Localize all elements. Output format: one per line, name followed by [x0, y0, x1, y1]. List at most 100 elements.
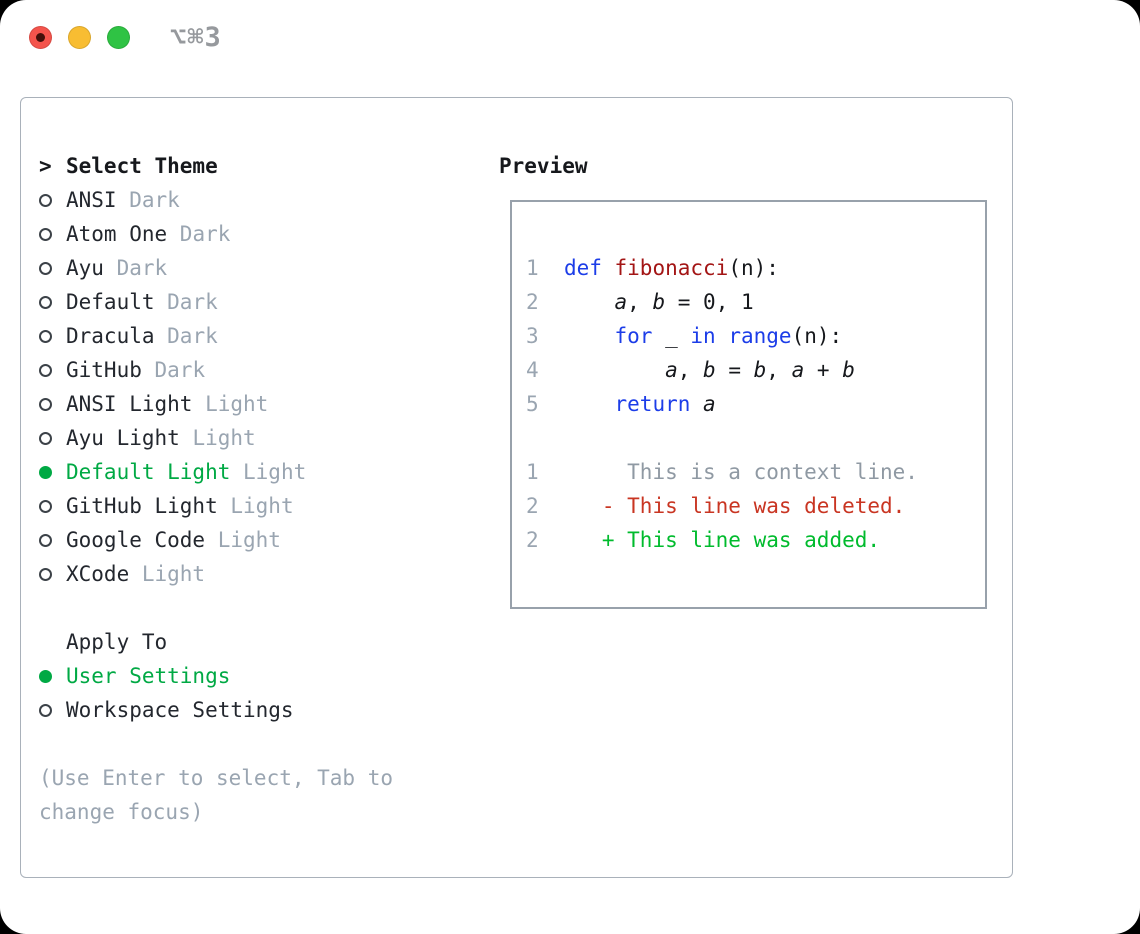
code-segment-var: b: [753, 358, 767, 382]
apply-to-title: Apply To: [66, 630, 168, 654]
theme-option[interactable]: Google Code Light: [39, 523, 393, 557]
code-segment-num: 2: [526, 528, 564, 552]
radio-cell: [39, 295, 66, 309]
theme-option[interactable]: Ayu Dark: [39, 251, 393, 285]
code-segment-var: b: [703, 358, 716, 382]
code-segment-kw: def: [563, 256, 615, 280]
code-segment-var: a: [665, 358, 678, 382]
code-segment-var: b: [652, 290, 666, 314]
zoom-button[interactable]: [107, 25, 130, 49]
radio-icon[interactable]: [39, 431, 52, 445]
theme-option[interactable]: ANSI Light Light: [39, 387, 393, 421]
theme-option[interactable]: Atom One Dark: [39, 217, 393, 251]
code-segment-kw: for: [614, 324, 653, 348]
close-button[interactable]: [29, 25, 52, 49]
theme-name: Ayu: [66, 256, 117, 280]
radio-icon[interactable]: [39, 567, 52, 581]
code-line: 2 a, b = 0, 1: [526, 285, 983, 319]
radio-icon[interactable]: [39, 465, 52, 479]
radio-icon[interactable]: [39, 295, 52, 309]
code-line: 2 - This line was deleted.: [526, 489, 983, 523]
theme-option[interactable]: Default Light Light: [39, 455, 393, 489]
minimize-button[interactable]: [68, 25, 91, 49]
code-segment-pl: =: [715, 358, 754, 382]
code-segment-del: - This line was deleted.: [563, 494, 906, 518]
radio-icon[interactable]: [39, 533, 52, 547]
code-segment-add: + This line was added.: [563, 528, 881, 552]
radio-icon[interactable]: [39, 669, 52, 683]
theme-option[interactable]: GitHub Light Light: [39, 489, 393, 523]
theme-option[interactable]: Dracula Dark: [39, 319, 393, 353]
theme-name: XCode: [66, 562, 142, 586]
theme-variant: Light: [205, 392, 269, 416]
apply-option[interactable]: Workspace Settings: [39, 693, 393, 727]
radio-cell: [39, 533, 66, 547]
theme-variant: Dark: [179, 222, 231, 246]
theme-variant: Dark: [154, 358, 206, 382]
radio-icon[interactable]: [39, 227, 52, 241]
code-line: [526, 421, 983, 455]
theme-variant: Light: [192, 426, 256, 450]
code-segment-num: 2: [526, 290, 564, 314]
radio-icon[interactable]: [39, 363, 52, 377]
theme-variant: Light: [243, 460, 307, 484]
code-segment-pl: [564, 358, 665, 382]
radio-cell: [39, 193, 66, 207]
code-segment-kw: range: [728, 324, 792, 348]
code-segment-num: 4: [526, 358, 564, 382]
code-segment-fn: fibonacci: [614, 256, 729, 280]
code-segment-num: 1: [526, 256, 564, 280]
theme-variant: Light: [217, 528, 281, 552]
radio-cell: [39, 261, 66, 275]
code-segment-kw: in: [690, 324, 716, 348]
code-segment-var: a: [614, 290, 628, 314]
apply-to-header: Apply To: [39, 625, 393, 659]
radio-icon[interactable]: [39, 397, 52, 411]
code-segment-ctx: This is a context line.: [563, 460, 918, 484]
code-segment-pl: _: [652, 324, 691, 348]
keyboard-hint: (Use Enter to select, Tab to change focu…: [39, 761, 393, 829]
code-segment-pl: ,: [766, 358, 792, 382]
apply-option[interactable]: User Settings: [39, 659, 393, 693]
radio-cell: [39, 227, 66, 241]
radio-icon[interactable]: [39, 193, 52, 207]
radio-cell: [39, 431, 66, 445]
radio-icon[interactable]: [39, 499, 52, 513]
theme-variant: Light: [141, 562, 206, 586]
theme-name: ANSI: [66, 188, 130, 212]
code-segment-kw: return: [614, 392, 704, 416]
radio-cell: [39, 567, 66, 581]
radio-icon[interactable]: [39, 261, 52, 275]
radio-icon[interactable]: [39, 329, 52, 343]
theme-option[interactable]: XCode Light: [39, 557, 393, 591]
code-segment-num: 5: [526, 392, 564, 416]
theme-option[interactable]: Ayu Light Light: [39, 421, 393, 455]
theme-variant: Dark: [116, 256, 168, 280]
theme-variant: Dark: [167, 324, 218, 348]
theme-option[interactable]: GitHub Dark: [39, 353, 393, 387]
theme-name: GitHub Light: [66, 494, 231, 518]
radio-cell: [39, 499, 66, 513]
theme-variant: Dark: [167, 290, 218, 314]
radio-icon[interactable]: [39, 703, 52, 717]
code-segment-var: b: [842, 358, 855, 382]
radio-cell: [39, 397, 66, 411]
hint-line: (Use Enter to select, Tab to: [39, 766, 394, 790]
theme-option[interactable]: Default Dark: [39, 285, 393, 319]
code-segment-pl: = 0, 1: [665, 290, 754, 314]
code-segment-pl: [564, 324, 615, 348]
radio-cell: [39, 703, 66, 717]
hint-line: change focus): [39, 800, 204, 824]
code-line: 4 a, b = b, a + b: [526, 353, 983, 387]
theme-name: Default: [66, 290, 168, 314]
theme-option[interactable]: ANSI Dark: [39, 183, 393, 217]
select-theme-title: Select Theme: [66, 154, 218, 178]
theme-name: GitHub: [66, 358, 155, 382]
